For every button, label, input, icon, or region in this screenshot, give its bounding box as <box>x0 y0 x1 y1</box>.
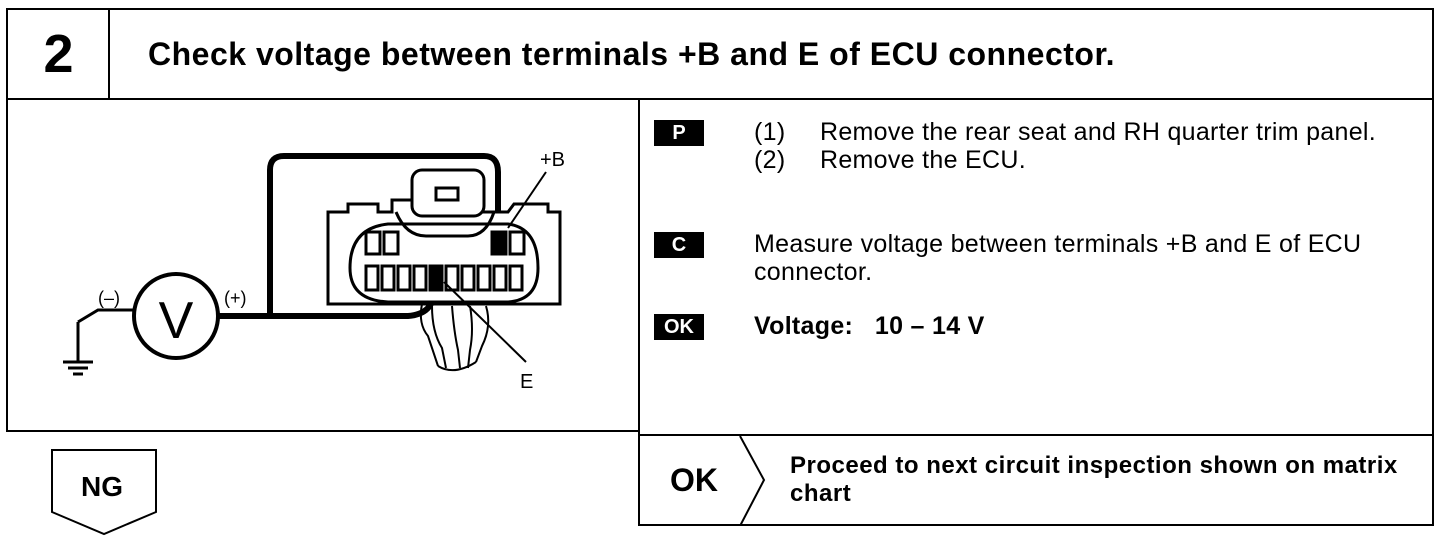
ecu-connector <box>326 168 562 306</box>
ok-result-label: OK <box>670 461 718 498</box>
plus-b-label: +B <box>540 149 565 171</box>
ng-arrow-icon <box>51 449 157 536</box>
ok-condition-row: OK Voltage: 10 – 14 V <box>654 312 1402 340</box>
diagram-box: V (–) (+) <box>6 98 640 432</box>
ground-icon <box>63 322 93 376</box>
prepare-steps: (1) Remove the rear seat and RH quarter … <box>754 118 1376 174</box>
prepare-step-1: (1) Remove the rear seat and RH quarter … <box>754 118 1376 146</box>
step-2-number: (2) <box>754 146 786 174</box>
chevron-right-icon <box>739 436 766 526</box>
ok-result-text: Proceed to next circuit inspection shown… <box>790 452 1398 507</box>
prepare-badge: P <box>654 120 704 146</box>
connector-diagram: V (–) (+) <box>63 149 565 393</box>
prepare-row: P (1) Remove the rear seat and RH quarte… <box>654 118 1402 174</box>
check-text: Measure voltage between terminals +B and… <box>754 230 1362 286</box>
ok-condition-text: Voltage: 10 – 14 V <box>754 312 985 340</box>
e-label: E <box>520 371 533 393</box>
step-2-text: Remove the ECU. <box>820 146 1026 174</box>
negative-label: (–) <box>98 288 120 308</box>
header-box: Check voltage between terminals +B and E… <box>108 8 1434 100</box>
step-title: Check voltage between terminals +B and E… <box>148 35 1116 72</box>
e-leader <box>443 281 527 363</box>
negative-lead <box>77 308 134 324</box>
check-badge: C <box>654 232 704 258</box>
positive-label: (+) <box>224 288 247 308</box>
procedure-box: P (1) Remove the rear seat and RH quarte… <box>638 98 1434 436</box>
step-number: 2 <box>43 24 75 84</box>
positive-lead <box>218 153 501 319</box>
voltmeter-symbol: V <box>159 292 194 350</box>
step-number-box: 2 <box>6 8 110 100</box>
step-1-text: Remove the rear seat and RH quarter trim… <box>820 118 1377 146</box>
step-1-number: (1) <box>754 118 786 146</box>
check-row: C Measure voltage between terminals +B a… <box>654 230 1402 286</box>
ok-result-box: OK Proceed to next circuit inspection sh… <box>638 434 1434 526</box>
prepare-step-2: (2) Remove the ECU. <box>754 146 1376 174</box>
plus-b-leader <box>507 171 547 229</box>
ok-badge: OK <box>654 314 704 340</box>
wire-harness <box>419 303 490 372</box>
ng-result-label: NG <box>81 471 123 502</box>
